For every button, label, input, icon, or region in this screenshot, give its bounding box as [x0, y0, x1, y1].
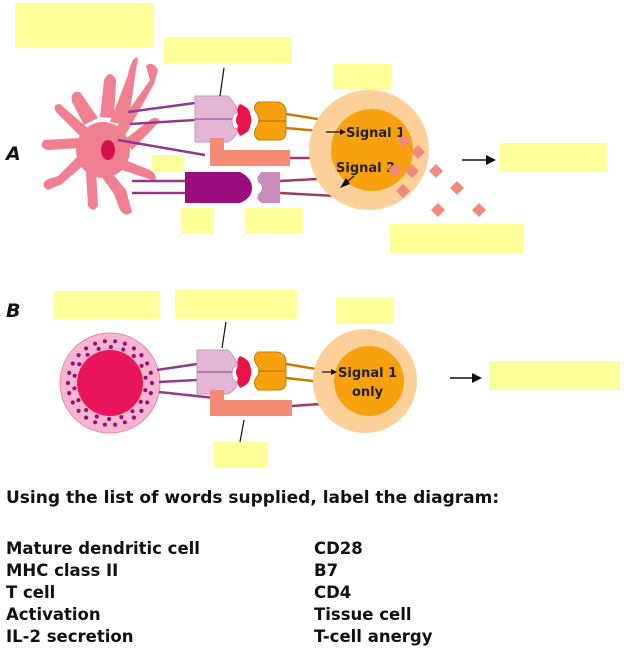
t-cell-b	[313, 329, 417, 433]
label-blank-a-result[interactable]	[500, 143, 607, 172]
signal-1-label-b: Signal 1	[338, 366, 397, 381]
tissue-cell-granule	[84, 415, 89, 420]
label-blank-a-cd4[interactable]	[152, 155, 184, 171]
tissue-cell-granule	[85, 352, 90, 357]
cd28	[257, 172, 280, 203]
word-list-right: CD28 B7 CD4 Tissue cell T-cell anergy	[314, 538, 432, 648]
tissue-cell-granule	[145, 400, 150, 405]
t-cell-a	[309, 90, 429, 210]
panel-b: Signal 1 only	[59, 321, 482, 443]
tissue-cell-granule	[130, 409, 135, 414]
tissue-cell-granule	[108, 344, 113, 350]
word-item: CD4	[314, 583, 352, 602]
b7	[185, 172, 252, 203]
panel-b-label: B	[6, 300, 21, 322]
label-blank-a-cd28[interactable]	[245, 208, 303, 234]
tissue-cell-granule	[102, 422, 107, 427]
word-item: B7	[314, 561, 339, 580]
il-2-molecules	[388, 134, 486, 217]
peptide-b	[236, 356, 252, 388]
label-blank-a-tcell[interactable]	[333, 64, 391, 90]
tissue-cell-granule	[139, 408, 144, 413]
label-blank-a-cell[interactable]	[15, 3, 154, 48]
peptide	[236, 104, 252, 136]
tissue-cell-granule	[131, 415, 136, 420]
tissue-cell-granule	[131, 353, 136, 359]
instructions-text: Using the list of words supplied, label …	[6, 488, 500, 508]
tissue-cell-granule	[113, 422, 118, 427]
label-blank-a-mhc[interactable]	[164, 37, 291, 63]
label-blank-b-result[interactable]	[489, 361, 620, 390]
tissue-cell-granule	[131, 346, 136, 351]
tissue-cell-granule	[148, 370, 153, 375]
tissue-cell-granule	[70, 400, 75, 405]
word-item: Tissue cell	[314, 605, 412, 624]
tissue-cell-granule	[84, 346, 89, 351]
tissue-cell-granule	[138, 399, 143, 404]
cd4	[210, 138, 290, 166]
tissue-cell-granule	[76, 408, 81, 413]
dendritic-nucleus	[101, 140, 115, 160]
label-blank-b-cell[interactable]	[54, 291, 160, 319]
signal-2-label-a: Signal 2	[336, 161, 395, 176]
tissue-cell-granule	[107, 416, 112, 422]
tissue-cell-granule	[121, 347, 126, 352]
word-list-left: Mature dendritic cell MHC class II T cel…	[6, 538, 200, 648]
tissue-cell-granule	[84, 407, 89, 413]
tissue-cell-granule	[77, 362, 82, 367]
tissue-cell-granule	[94, 414, 99, 419]
tissue-cell-granule	[67, 370, 72, 375]
word-item: T-cell anergy	[314, 627, 433, 646]
antigen-presentation-diagram: Signal 1 Signal 2	[41, 57, 496, 443]
word-item: T cell	[6, 583, 56, 602]
tissue-cell-granule	[93, 341, 98, 346]
cd4-b	[210, 390, 292, 416]
tissue-cell-granule	[72, 386, 77, 391]
tissue-cell-granule	[143, 375, 148, 380]
tissue-cell-granule	[148, 391, 153, 396]
tissue-cell-granule	[122, 341, 127, 346]
label-blank-a-secretion[interactable]	[390, 224, 523, 253]
word-item: IL-2 secretion	[6, 627, 134, 646]
signal-1-label-a: Signal 1	[346, 126, 405, 141]
label-blank-b-tcell[interactable]	[336, 298, 394, 324]
tissue-cell-granule	[145, 361, 150, 366]
tissue-cell-granule	[67, 391, 72, 396]
word-item: MHC class II	[6, 561, 119, 580]
word-item: Mature dendritic cell	[6, 539, 200, 558]
tissue-cell-granule	[96, 346, 101, 351]
tissue-cell-granule	[139, 353, 144, 358]
signal-1-only-label-b: only	[352, 385, 384, 400]
tissue-cell-granule	[70, 361, 75, 366]
tissue-cell-granule	[76, 398, 81, 403]
tissue-cell-granule	[139, 363, 144, 368]
tissue-cell	[59, 332, 161, 434]
tissue-cell-granule	[143, 388, 148, 393]
tissue-cell-granule	[113, 339, 118, 344]
tissue-cell-granule	[65, 380, 71, 386]
word-item: CD28	[314, 539, 363, 558]
label-blank-b-mhc[interactable]	[175, 290, 297, 319]
panel-a: Signal 1 Signal 2	[41, 57, 496, 217]
tissue-cell-granule	[119, 415, 124, 420]
tissue-cell-granule	[72, 373, 77, 378]
dendritic-cell	[41, 57, 160, 215]
tissue-cell-granule	[76, 353, 81, 358]
word-item: Activation	[6, 605, 101, 624]
label-blank-b-cd4[interactable]	[214, 442, 267, 468]
tissue-cell-granule	[149, 380, 155, 386]
tissue-cell-granule	[93, 420, 98, 425]
tissue-cell-granule	[102, 339, 107, 344]
label-blank-a-b7[interactable]	[181, 208, 214, 234]
tissue-cell-granule	[122, 420, 127, 425]
panel-a-label: A	[6, 143, 21, 165]
